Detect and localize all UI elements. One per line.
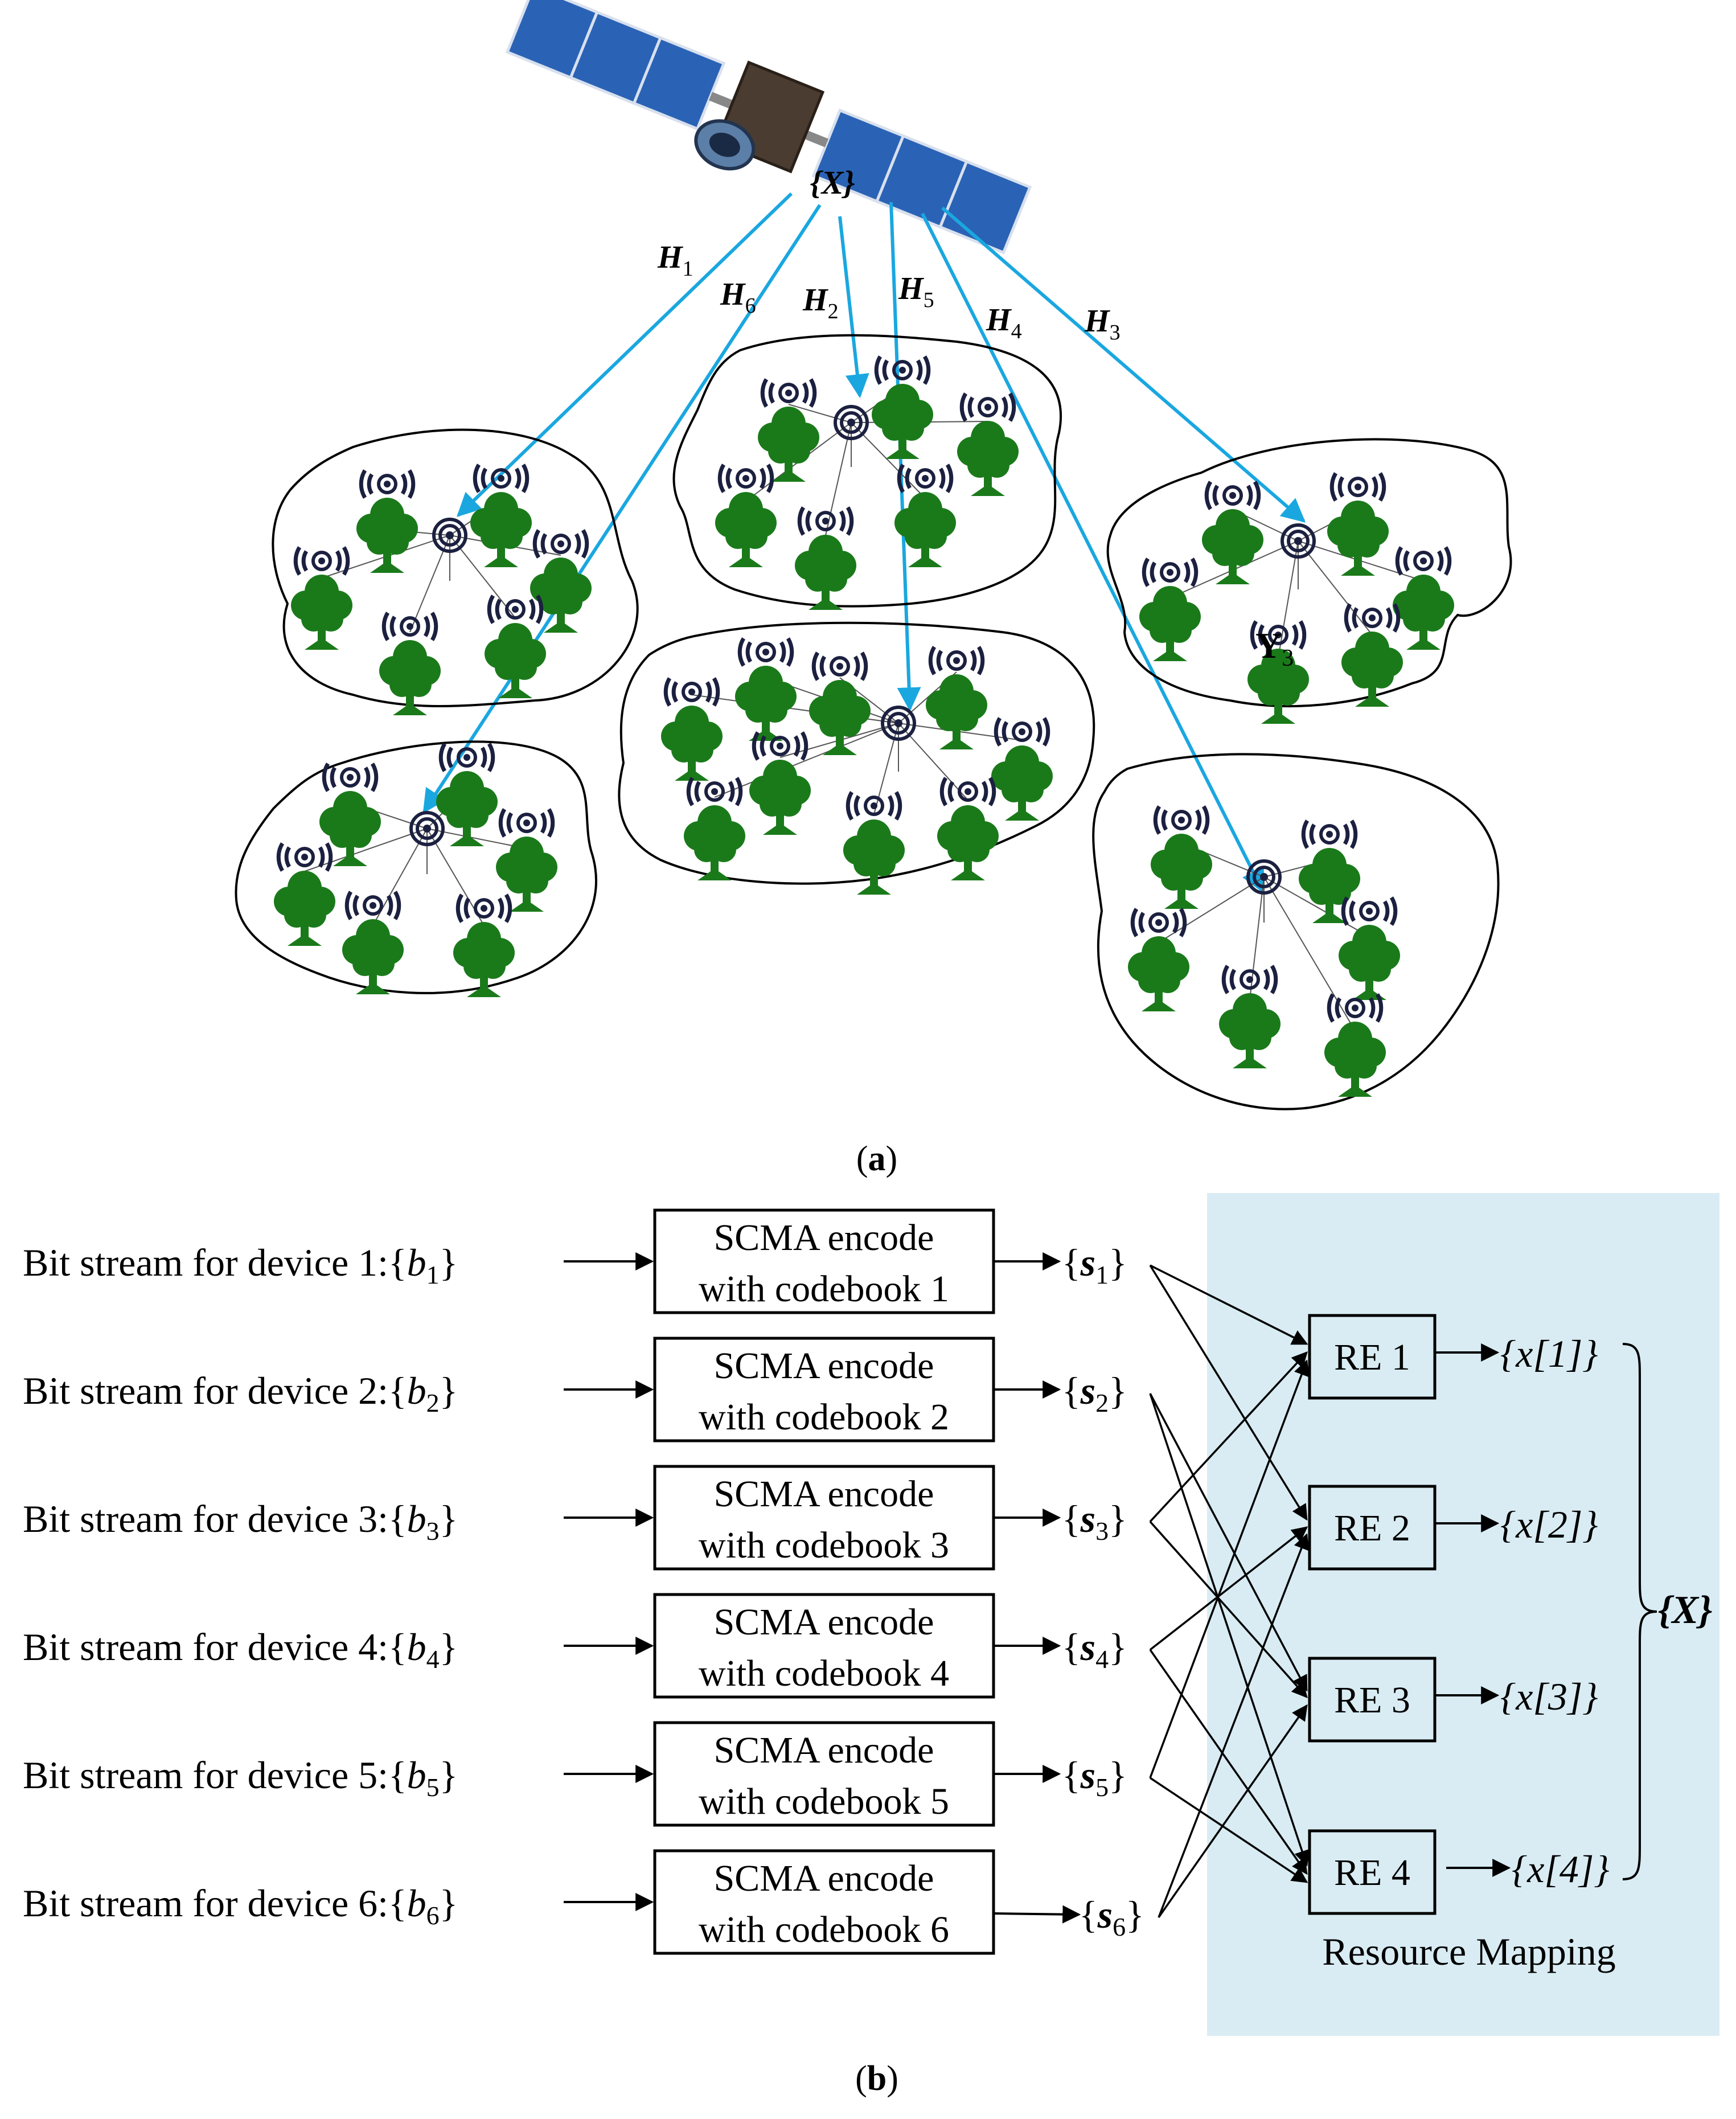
re-box-3 bbox=[1308, 1657, 1437, 1743]
encoder-1-line2: with codebook 1 bbox=[699, 1268, 949, 1310]
channel-h4-arrow bbox=[921, 212, 1265, 893]
codeword-s6: {s6} bbox=[1079, 1893, 1144, 1941]
output-brace bbox=[1622, 1343, 1657, 1880]
device-3-label: Bit stream for device 3:{b3} bbox=[23, 1497, 458, 1546]
base-station-icon bbox=[883, 707, 914, 739]
received-signal-label: Y3 bbox=[1255, 625, 1294, 671]
base-station-icon bbox=[1282, 525, 1314, 557]
device-6-label: Bit stream for device 6:{b6} bbox=[23, 1882, 458, 1930]
panel-a: {X} H1 H6 H2 H5 H4 H3 bbox=[235, 0, 1512, 1178]
re-4-output: {x[4]} bbox=[1512, 1847, 1610, 1891]
codeword-s5: {s5} bbox=[1062, 1753, 1127, 1802]
codeword-s4: {s4} bbox=[1062, 1625, 1127, 1674]
re-box-4 bbox=[1308, 1829, 1437, 1915]
encoder-4-line1: SCMA encode bbox=[714, 1601, 934, 1643]
encoder-2-line2: with codebook 2 bbox=[699, 1396, 949, 1438]
device-cluster-1 bbox=[272, 428, 639, 715]
encoder-box-6 bbox=[653, 1849, 995, 1955]
re-1-label: RE 1 bbox=[1334, 1337, 1410, 1378]
channel-label-h5: H5 bbox=[898, 271, 934, 312]
caption-b: (b) bbox=[855, 2059, 898, 2098]
device-5-label: Bit stream for device 5:{b5} bbox=[23, 1753, 458, 1802]
encoder-box-4 bbox=[653, 1593, 995, 1699]
channel-label-h2: H2 bbox=[802, 282, 839, 323]
satellite-icon bbox=[505, 0, 1032, 255]
re-2-label: RE 2 bbox=[1334, 1507, 1410, 1549]
device-2-label: Bit stream for device 2:{b2} bbox=[23, 1369, 458, 1417]
encoder-5-line2: with codebook 5 bbox=[699, 1781, 949, 1822]
base-station-icon bbox=[411, 813, 443, 845]
re-1-output: {x[1]} bbox=[1500, 1332, 1598, 1375]
re-4-label: RE 4 bbox=[1334, 1852, 1410, 1893]
encoder-6-line1: SCMA encode bbox=[714, 1858, 934, 1899]
base-station-icon bbox=[434, 519, 466, 551]
channel-h3-arrow bbox=[941, 206, 1306, 523]
device-4-label: Bit stream for device 4:{b4} bbox=[23, 1625, 458, 1674]
channel-h6-arrow bbox=[422, 204, 822, 814]
codeword-s1: {s1} bbox=[1062, 1241, 1127, 1289]
device-cluster-3: Y3 bbox=[1106, 438, 1512, 724]
device-cluster-4 bbox=[235, 740, 597, 997]
encoder-3-line2: with codebook 3 bbox=[699, 1524, 949, 1566]
caption-a: (a) bbox=[856, 1140, 897, 1178]
encoder-4-line2: with codebook 4 bbox=[699, 1653, 949, 1694]
encoder-box-5 bbox=[653, 1721, 995, 1827]
encoder-5-line1: SCMA encode bbox=[714, 1729, 934, 1771]
encoder-box-1 bbox=[653, 1208, 995, 1314]
base-station-icon bbox=[1248, 861, 1280, 893]
channel-label-h6: H6 bbox=[720, 277, 756, 318]
re-box-1 bbox=[1308, 1314, 1437, 1400]
channel-label-h4: H4 bbox=[986, 302, 1022, 343]
panel-b: Bit stream for device 1:{b1} Bit stream … bbox=[23, 1193, 1719, 2098]
device-cluster-2 bbox=[672, 334, 1062, 610]
resource-mapping-label: Resource Mapping bbox=[1322, 1930, 1616, 1973]
codeword-s3: {s3} bbox=[1062, 1497, 1127, 1546]
re-3-output: {x[3]} bbox=[1500, 1675, 1598, 1718]
device-1-label: Bit stream for device 1:{b1} bbox=[23, 1241, 458, 1289]
encoder-1-line1: SCMA encode bbox=[714, 1217, 934, 1259]
channel-label-h1: H1 bbox=[657, 240, 693, 281]
output-signal-label: {X} bbox=[1658, 1588, 1712, 1632]
re-3-label: RE 3 bbox=[1334, 1679, 1410, 1721]
base-station-icon bbox=[835, 407, 867, 438]
channel-h2-arrow bbox=[838, 216, 869, 399]
encoder-3-line1: SCMA encode bbox=[714, 1473, 934, 1515]
encoder-box-3 bbox=[653, 1465, 995, 1571]
satellite-signal-label: {X} bbox=[810, 164, 855, 201]
encoder-6-line2: with codebook 6 bbox=[699, 1909, 949, 1950]
device-cluster-6 bbox=[1092, 753, 1500, 1110]
channel-label-h3: H3 bbox=[1084, 304, 1121, 345]
channel-h1-arrow bbox=[456, 192, 793, 517]
re-box-2 bbox=[1308, 1485, 1437, 1571]
resource-mapping-region bbox=[1207, 1193, 1719, 2036]
device-cluster-5 bbox=[618, 621, 1095, 895]
re-2-output: {x[2]} bbox=[1500, 1503, 1598, 1546]
encoder-2-line1: SCMA encode bbox=[714, 1345, 934, 1387]
codeword-s2: {s2} bbox=[1062, 1369, 1127, 1417]
